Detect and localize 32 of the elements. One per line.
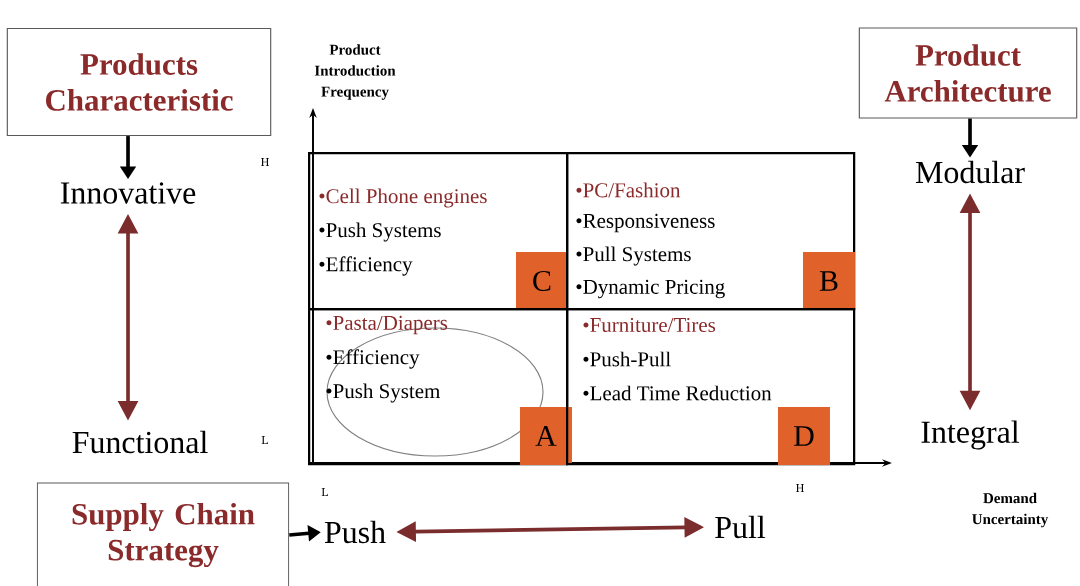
bullet-item: •Responsiveness [576, 213, 715, 233]
title-box: Products Characteristic [6, 27, 272, 137]
axis-level: L [261, 436, 268, 444]
axis-term: Innovative [60, 182, 196, 204]
axis-level: L [321, 488, 328, 496]
bullet-item: •Lead Time Reduction [583, 385, 772, 401]
bullet-item: •Efficiency [319, 256, 413, 276]
bullet-item: •Push System [326, 383, 441, 403]
bullet-item: •Push Systems [319, 222, 441, 242]
axis-term: Pull [715, 515, 766, 539]
bullet-item: •Pasta/Diapers [326, 315, 448, 335]
axis-term: Functional [72, 430, 208, 454]
axis-term: Integral [921, 420, 1020, 450]
title-box: Supply Chain Strategy [36, 482, 290, 586]
axis-term: Modular [915, 160, 1025, 184]
axis-term: Push [324, 520, 386, 544]
bullet-item: •Furniture/Tires [583, 317, 716, 333]
quadrant-badge: C [516, 251, 568, 310]
axis-level: H [796, 484, 804, 492]
bullet-item: •Pull Systems [576, 246, 691, 266]
axis-title: Demand Uncertainty [972, 492, 1049, 528]
bullet-item: •Dynamic Pricing [576, 279, 725, 299]
title-box: Product Architecture [858, 27, 1078, 119]
bullet-item: •Efficiency [326, 349, 420, 369]
axis-level: H [261, 158, 269, 166]
quadrant-badge: A [520, 406, 572, 465]
bullet-item: •Push-Pull [583, 351, 671, 367]
quadrant-badge: D [778, 406, 830, 465]
axis-title: Product Introduction Frequency [314, 44, 396, 100]
bullet-item: •Cell Phone engines [319, 188, 487, 208]
bullet-item: •PC/Fashion [576, 182, 681, 198]
quadrant-badge: B [803, 251, 855, 310]
